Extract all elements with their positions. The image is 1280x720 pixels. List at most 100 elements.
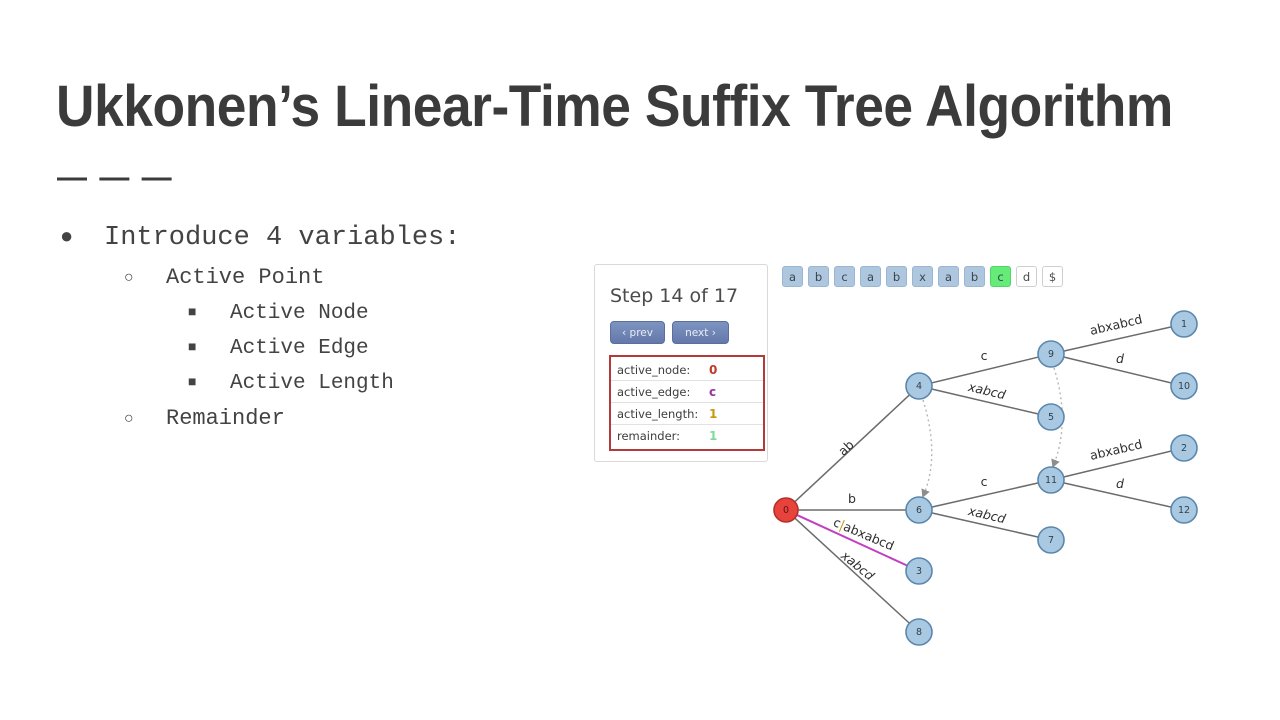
tree-node[interactable]: 10	[1170, 372, 1198, 400]
character-cell[interactable]: a	[860, 266, 881, 287]
bullet-text: Remainder	[166, 406, 285, 431]
tree-edge	[1064, 482, 1171, 508]
tree-node[interactable]: 5	[1037, 403, 1065, 431]
suffix-link	[1051, 367, 1063, 468]
bullet-item: ○Active Point	[124, 260, 580, 296]
variable-row: remainder:1	[611, 425, 763, 447]
bullet-list: ●Introduce 4 variables:○Active Point■Act…	[60, 216, 580, 437]
node-label: 3	[916, 566, 922, 577]
tree-node[interactable]: 9	[1037, 340, 1065, 368]
variable-key: remainder:	[617, 429, 681, 443]
character-cell[interactable]: $	[1042, 266, 1063, 287]
tree-edge	[931, 356, 1039, 384]
tree-edge-label-group: abbc|abxabcdxabcdcxabcdabxabcddcxabcdabx…	[831, 311, 1144, 583]
node-circle[interactable]	[1170, 310, 1198, 338]
tree-edge	[931, 512, 1039, 538]
node-circle[interactable]	[905, 496, 933, 524]
variable-key: active_node:	[617, 362, 691, 377]
page-title: Ukkonen’s Linear-Time Suffix Tree Algori…	[56, 74, 1173, 139]
prev-button[interactable]: ‹ prev	[610, 321, 665, 344]
suffix-link	[921, 399, 933, 498]
node-label: 0	[783, 505, 789, 516]
bullet-item: ■Active Length	[188, 366, 580, 401]
node-circle[interactable]	[1170, 496, 1198, 524]
tree-edge	[1064, 326, 1171, 352]
bullet-marker-icon: ○	[124, 269, 134, 287]
node-label: 8	[916, 627, 922, 638]
node-circle[interactable]	[1037, 403, 1065, 431]
bullet-marker-icon: ○	[124, 410, 134, 428]
node-label: 2	[1181, 443, 1187, 454]
character-cell[interactable]: b	[886, 266, 907, 287]
tree-edge-active	[796, 514, 908, 567]
tree-node[interactable]: 7	[1037, 526, 1065, 554]
node-label: 6	[916, 505, 922, 516]
edge-label: ab	[835, 437, 857, 459]
edge-label: b	[848, 491, 856, 506]
variable-key: active_length:	[617, 406, 699, 421]
tree-edge	[794, 394, 910, 503]
bullet-item: ■Active Node	[188, 296, 580, 331]
tree-node[interactable]: 12	[1170, 496, 1198, 524]
variable-row: active_edge: c	[611, 381, 763, 403]
node-circle[interactable]	[1037, 526, 1065, 554]
root-node-circle[interactable]	[773, 497, 799, 523]
character-cell[interactable]: c	[990, 266, 1011, 287]
bullet-marker-icon: ●	[60, 225, 74, 250]
character-cell[interactable]: b	[808, 266, 829, 287]
character-cell[interactable]: b	[964, 266, 985, 287]
edge-label: xabcd	[838, 547, 878, 583]
character-cell[interactable]: a	[782, 266, 803, 287]
tree-node[interactable]: 11	[1037, 466, 1065, 494]
character-cell[interactable]: c	[834, 266, 855, 287]
variable-key: active_edge:	[617, 384, 691, 399]
node-label: 5	[1048, 412, 1054, 423]
node-label: 1	[1181, 319, 1187, 330]
node-circle[interactable]	[905, 372, 933, 400]
tree-node[interactable]: 2	[1170, 434, 1198, 462]
node-label: 7	[1048, 535, 1054, 546]
bullet-text: Active Node	[230, 302, 369, 325]
node-circle[interactable]	[1170, 372, 1198, 400]
bullet-marker-icon: ■	[188, 375, 197, 391]
node-circle[interactable]	[1037, 340, 1065, 368]
tree-edge	[931, 388, 1039, 415]
variable-row: active_node: 0	[611, 359, 763, 381]
character-cell[interactable]: d	[1016, 266, 1037, 287]
bullet-marker-icon: ■	[188, 340, 197, 356]
bullet-item: ● Introduce 4 variables:	[60, 216, 580, 260]
variable-row: active_length:1	[611, 403, 763, 425]
variables-table: active_node: 0 active_edge: c active_length:…	[609, 355, 765, 451]
step-panel: Step 14 of 17 ‹ prev next › active_node:…	[594, 264, 768, 462]
character-cell[interactable]: a	[938, 266, 959, 287]
node-circle[interactable]	[905, 618, 933, 646]
node-label: 9	[1048, 349, 1054, 360]
bullet-item: ■Active Edge	[188, 331, 580, 366]
variable-value: 0	[709, 362, 718, 377]
node-circle[interactable]	[1170, 434, 1198, 462]
tree-node[interactable]: 0	[773, 497, 799, 523]
variable-value: c	[709, 384, 717, 399]
node-circle[interactable]	[1037, 466, 1065, 494]
bullet-text: Introduce 4 variables:	[104, 223, 461, 253]
tree-edge-group	[794, 326, 1172, 624]
tree-node[interactable]: 4	[905, 372, 933, 400]
suffix-tree-visualization: Step 14 of 17 ‹ prev next › active_node:…	[590, 258, 1250, 668]
tree-node[interactable]: 1	[1170, 310, 1198, 338]
tree-node[interactable]: 6	[905, 496, 933, 524]
edge-label: d	[1116, 351, 1124, 366]
next-button[interactable]: next ›	[672, 321, 729, 344]
node-circle[interactable]	[905, 557, 933, 585]
tree-node[interactable]: 3	[905, 557, 933, 585]
title-rule: — — —	[57, 161, 174, 194]
edge-label: abxabcd	[1088, 311, 1143, 338]
step-heading: Step 14 of 17	[610, 285, 739, 307]
suffix-tree-graph: abbc|abxabcdxabcdcxabcdabxabcddcxabcdabx…	[773, 310, 1198, 646]
tree-node[interactable]: 8	[905, 618, 933, 646]
node-label: 12	[1178, 505, 1190, 516]
character-cell[interactable]: x	[912, 266, 933, 287]
tree-edge	[794, 517, 910, 624]
